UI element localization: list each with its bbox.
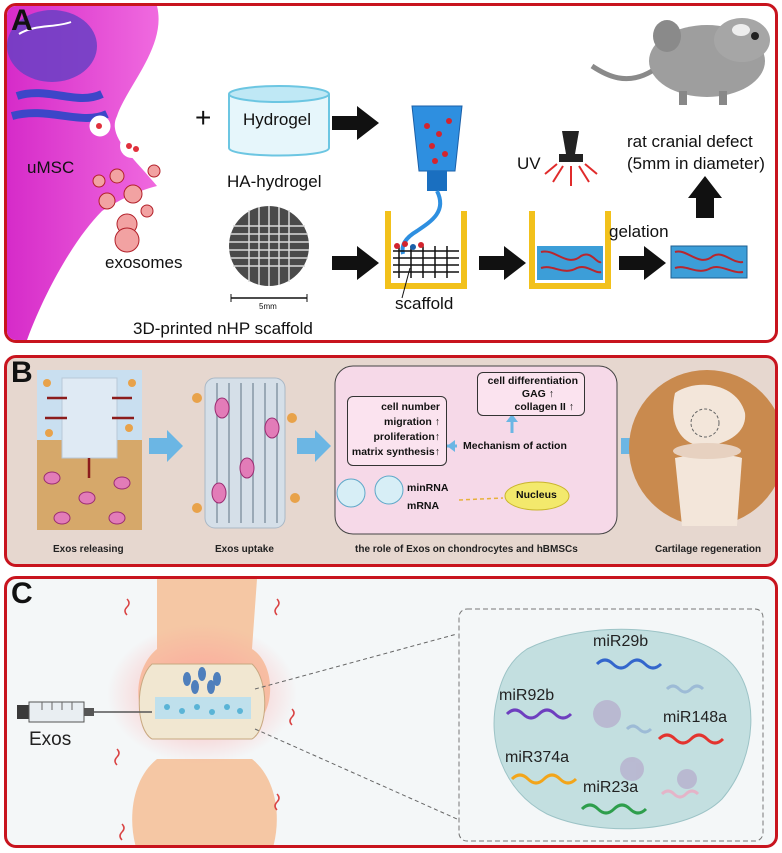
- mirna-label-mir374a: miR374a: [505, 749, 570, 766]
- ha-hydrogel-label: HA-hydrogel: [227, 172, 322, 191]
- scaffold-label: scaffold: [395, 294, 454, 313]
- exosome-blob: [493, 628, 752, 830]
- scaffold-disc: [229, 206, 309, 286]
- nucleus-label: Nucleus: [516, 489, 557, 501]
- panel-letter-c: C: [11, 577, 33, 610]
- differentiation-box: cell differentiation GAG ↑ collagen II ↑: [477, 372, 585, 416]
- rat-label-line2: (5mm in diameter): [627, 154, 765, 173]
- caption-cartilage-regeneration: Cartilage regeneration: [655, 544, 762, 555]
- exosome-icon: [336, 478, 366, 508]
- exos-label: Exos: [29, 729, 72, 750]
- knee-joint-image: [629, 370, 775, 526]
- exosome-icon: [374, 475, 404, 505]
- mirna-label-mir29b: miR29b: [593, 633, 649, 650]
- mrna-label: mRNA: [407, 500, 440, 512]
- nucleus-shape: [504, 481, 570, 511]
- exosomes-label: exosomes: [105, 253, 183, 272]
- gag-label: GAG ↑: [521, 388, 554, 400]
- syringe-icon: [17, 701, 152, 723]
- arrow-icon: [619, 246, 666, 280]
- rat-illustration: [590, 18, 770, 105]
- panel-a: A uMSC exosomes + Hydrogel HA-hydrogel 5…: [4, 3, 778, 343]
- zoom-box: [458, 608, 764, 842]
- arrow-icon: [332, 246, 379, 280]
- joint-illustration: [107, 579, 297, 845]
- umsc-cell-shape: [7, 6, 159, 340]
- gel-beaker: [529, 211, 611, 289]
- effect-migration: migration ↑: [383, 416, 440, 428]
- mirna-label-mir148a: miR148a: [663, 709, 728, 726]
- exosome-cluster: [92, 164, 161, 253]
- minrna-label: minRNA: [407, 482, 449, 494]
- printed-scaffold-label: 3D-printed nHP scaffold: [133, 319, 313, 338]
- effect-proliferation: proliferation↑: [373, 431, 440, 443]
- gelated-scaffold: [670, 245, 748, 279]
- caption-exos-uptake: Exos uptake: [215, 544, 274, 555]
- caption-role-of-exos: the role of Exos on chondrocytes and hBM…: [355, 544, 578, 555]
- hydrogel-container-icon: [228, 85, 330, 157]
- panel-c: C Exos miR29b miR92b miR148a miR374a miR…: [4, 576, 778, 848]
- panel-letter-b: B: [11, 356, 33, 389]
- scaffold-beaker: [385, 211, 467, 289]
- mirna-label-mir23a: miR23a: [583, 779, 639, 796]
- collagen-label: collagen II ↑: [514, 401, 574, 413]
- rat-label-line1: rat cranial defect: [627, 132, 753, 151]
- exos-uptake-image: [192, 377, 300, 529]
- mirna-label-mir92b: miR92b: [499, 687, 555, 704]
- rna-strands: [505, 658, 725, 815]
- panel-b: B cell number migration ↑ proliferation↑…: [4, 355, 778, 567]
- mechanism-label: Mechanism of action: [463, 440, 567, 452]
- panel-c-illustration: [17, 579, 764, 845]
- exos-releasing-image: [37, 370, 142, 530]
- hydrogel-label: Hydrogel: [243, 110, 312, 129]
- panel-a-illustration: [7, 6, 770, 340]
- effect-cell-number: cell number: [381, 401, 440, 413]
- arrow-up-icon: [688, 176, 722, 218]
- effect-matrix-synthesis: matrix synthesis↑: [351, 446, 440, 458]
- uv-lamp-icon: [544, 131, 598, 186]
- arrow-icon: [479, 246, 526, 280]
- scale-bar-label: 5mm: [259, 302, 277, 311]
- arrow-icon: [149, 430, 183, 462]
- umsc-label: uMSC: [27, 158, 75, 177]
- uv-label: UV: [517, 154, 541, 173]
- effects-box: cell number migration ↑ proliferation↑ m…: [347, 396, 447, 466]
- cell-nucleus: [7, 10, 97, 82]
- arrow-icon: [297, 430, 331, 462]
- dropper-icon: [400, 105, 463, 255]
- caption-exos-releasing: Exos releasing: [53, 544, 124, 555]
- differentiation-label: cell differentiation: [487, 375, 578, 387]
- arrow-icon: [332, 106, 379, 140]
- plus-sign: +: [195, 102, 212, 133]
- gelation-label: gelation: [609, 222, 669, 241]
- panel-letter-a: A: [11, 4, 33, 37]
